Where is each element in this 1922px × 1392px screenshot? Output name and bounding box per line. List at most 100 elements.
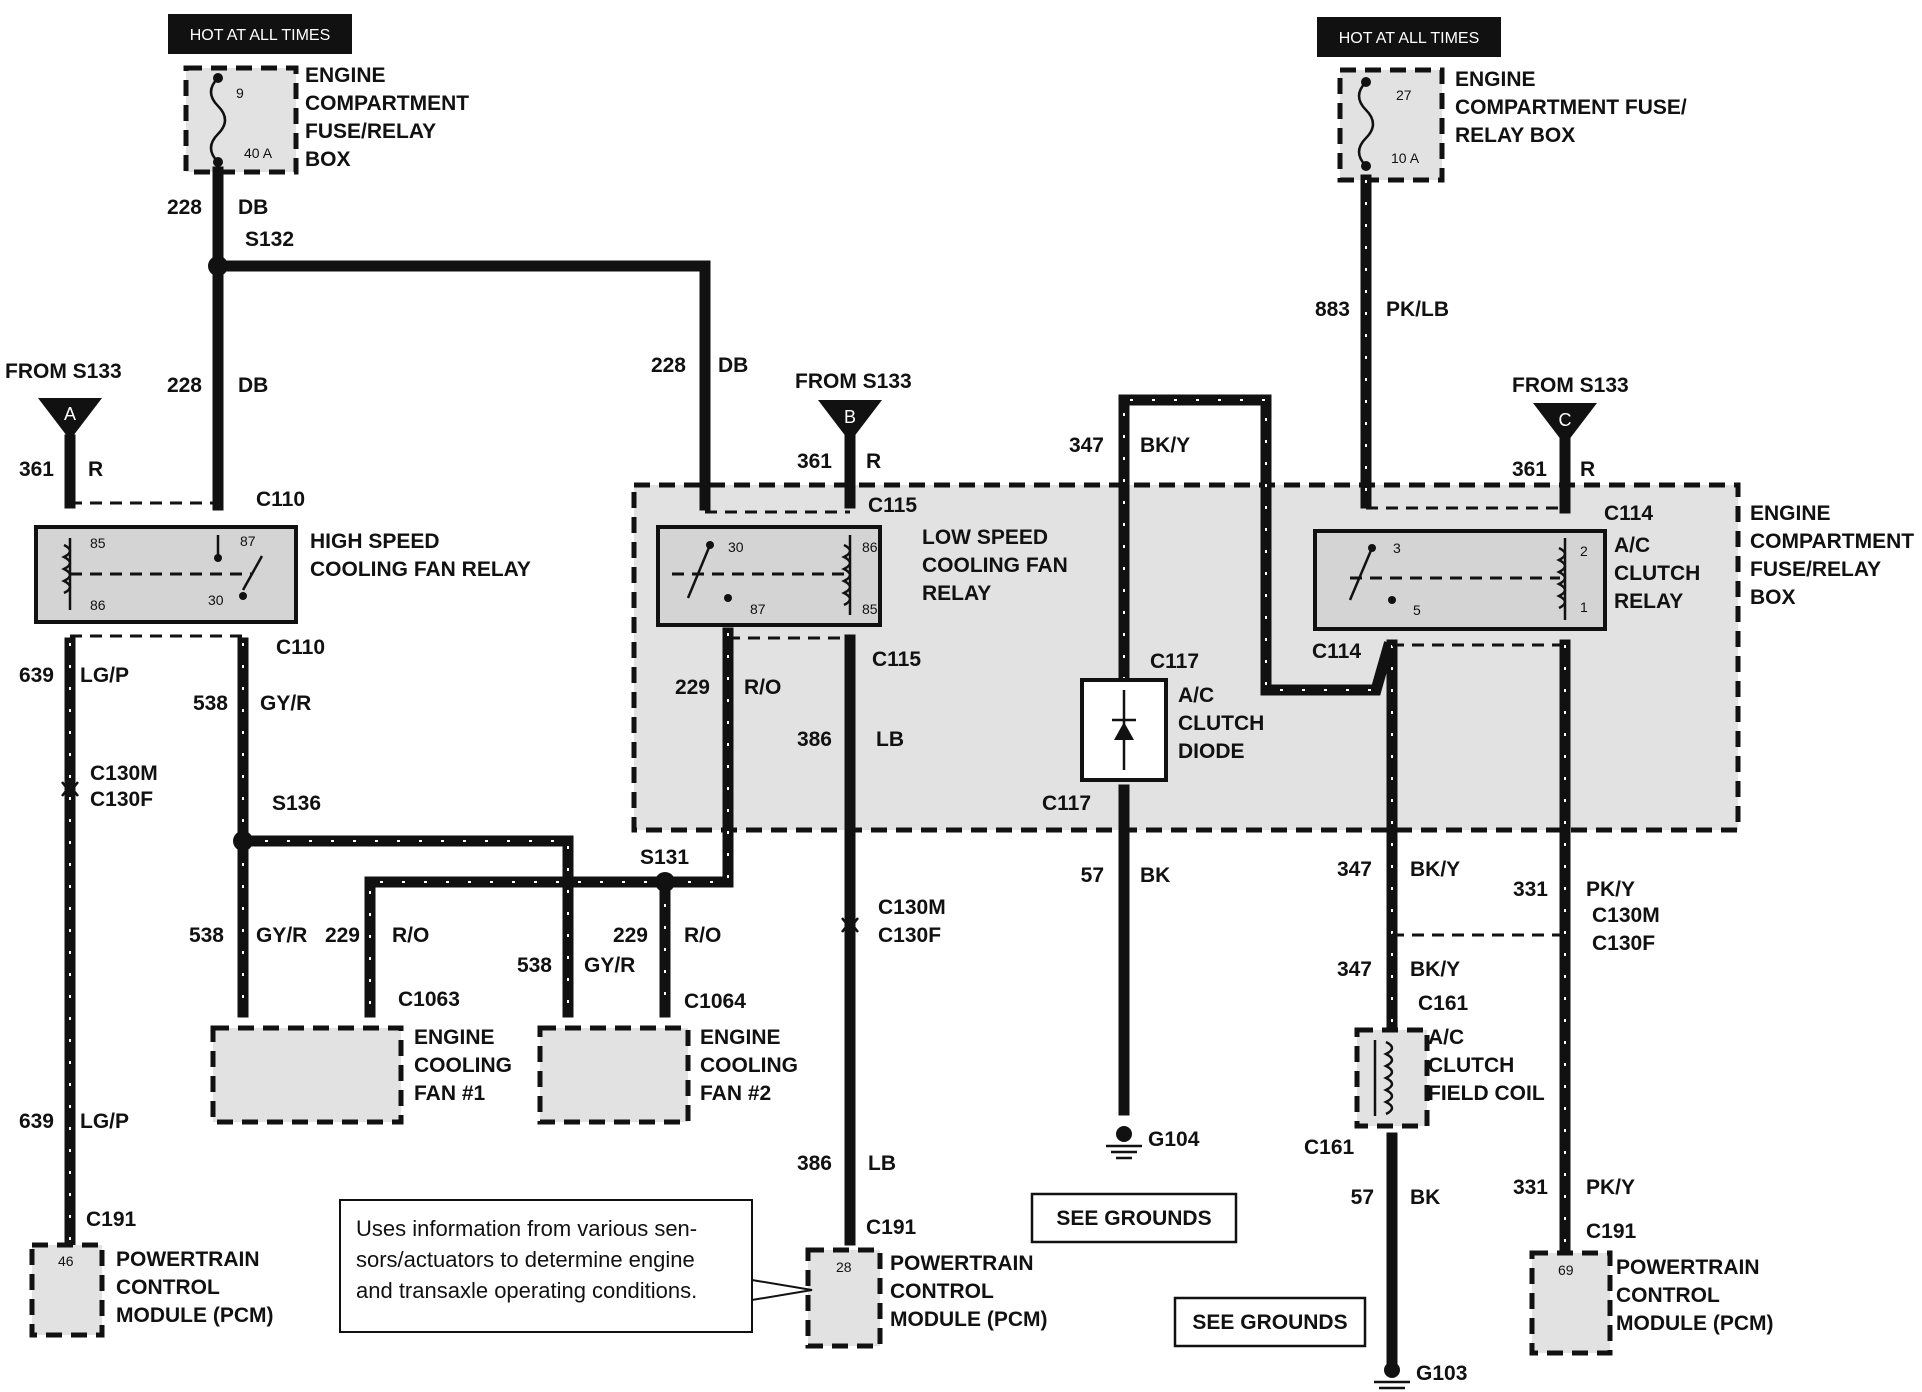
pcm-right-label-2: CONTROL <box>1616 1284 1720 1307</box>
from-s133-c: FROM S133 <box>1512 374 1629 397</box>
pcm-pin-middle: 28 <box>836 1259 852 1275</box>
label-r-c: R <box>1580 458 1595 481</box>
see-grounds-link-1[interactable]: SEE GROUNDS <box>1056 1207 1211 1230</box>
ac-relay-pin-2: 2 <box>1580 543 1588 559</box>
fuse-right-pin: 27 <box>1396 87 1412 103</box>
ac-relay-pin-5: 5 <box>1413 602 1421 618</box>
label-c191-right: C191 <box>1586 1220 1637 1243</box>
label-lgp-b: LG/P <box>80 1110 129 1133</box>
high-relay-pin-87: 87 <box>240 533 256 549</box>
ac-relay-label-3: RELAY <box>1614 590 1683 613</box>
coil-icon <box>1383 1040 1394 1116</box>
label-c1064: C1064 <box>684 990 746 1013</box>
component-labels: ENGINE COMPARTMENT FUSE/RELAY BOX ENGINE… <box>5 64 1914 1335</box>
label-57-b: 57 <box>1351 1186 1374 1209</box>
label-s131: S131 <box>640 846 689 869</box>
see-grounds-link-2[interactable]: SEE GROUNDS <box>1192 1311 1347 1334</box>
relay-switch-icon <box>241 555 264 591</box>
pcm-box-middle <box>805 1247 883 1349</box>
fcb-label-4: BOX <box>1750 586 1796 609</box>
label-ro-c: R/O <box>744 676 781 699</box>
hot-label-left: HOT AT ALL TIMES <box>190 27 331 44</box>
fuse-right-element <box>1357 81 1375 167</box>
ac-clutch-diode <box>1080 678 1168 782</box>
fan1-label-1: ENGINE <box>414 1026 495 1049</box>
relay-coil-icon <box>61 543 72 595</box>
label-gyr-c: GY/R <box>584 954 635 977</box>
label-228-a: 228 <box>167 196 202 219</box>
pcm-right-label-1: POWERTRAIN <box>1616 1256 1760 1279</box>
s133-triangle-c <box>1533 403 1597 445</box>
note-pointer <box>751 1278 813 1302</box>
note-box <box>339 1199 753 1333</box>
label-c115-top: C115 <box>868 494 917 517</box>
fuse-right-dot-top <box>1361 77 1371 87</box>
low-speed-relay: 30 86 87 85 <box>656 525 882 627</box>
label-386-a: 386 <box>797 728 832 751</box>
pcm-left-label-2: CONTROL <box>116 1276 220 1299</box>
label-lgp-a: LG/P <box>80 664 129 687</box>
ac-relay-label-2: CLUTCH <box>1614 562 1700 585</box>
s133-triangle-b <box>818 400 882 442</box>
fuse-right-label-3: RELAY BOX <box>1455 124 1575 147</box>
wire-stripes <box>69 180 1566 1250</box>
splice-s132 <box>208 256 228 276</box>
coil-body <box>1354 1027 1430 1129</box>
fuse-left-box <box>183 65 299 175</box>
label-538-c: 538 <box>517 954 552 977</box>
label-331-b: 331 <box>1513 1176 1548 1199</box>
s133-letter-c: C <box>1559 410 1572 430</box>
s133-triangle-a <box>38 398 102 440</box>
fan1-label-3: FAN #1 <box>414 1082 486 1105</box>
diode-label-1: A/C <box>1178 684 1214 707</box>
label-ro-b: R/O <box>684 924 721 947</box>
see-grounds-box-1[interactable] <box>1030 1192 1238 1244</box>
label-538-b: 538 <box>189 924 224 947</box>
fcb-label-3: FUSE/RELAY <box>1750 558 1881 581</box>
label-c161-top: C161 <box>1418 992 1469 1015</box>
pcm-mid-label-1: POWERTRAIN <box>890 1252 1034 1275</box>
label-g103: G103 <box>1416 1362 1467 1385</box>
pcm-mid-label-3: MODULE (PCM) <box>890 1308 1047 1331</box>
pcm-left-label-3: MODULE (PCM) <box>116 1304 273 1327</box>
note-line-3: and transaxle operating conditions. <box>356 1278 697 1303</box>
label-347-a: 347 <box>1069 434 1104 457</box>
label-c161-bottom: C161 <box>1304 1136 1355 1159</box>
wire-347-bky-loop <box>1118 394 1395 696</box>
fuse-left-label-1: ENGINE <box>305 64 386 87</box>
label-bk-a: BK <box>1140 864 1170 887</box>
label-361-b: 361 <box>797 450 832 473</box>
label-bky-b: BK/Y <box>1410 858 1460 881</box>
pcm-box-left <box>29 1242 105 1338</box>
low-relay-body <box>656 525 882 627</box>
ac-relay-pin-1: 1 <box>1580 599 1588 615</box>
high-relay-pin-86: 86 <box>90 597 106 613</box>
high-relay-pin-85: 85 <box>90 535 106 551</box>
fuse-right-label-2: COMPARTMENT FUSE/ <box>1455 96 1687 119</box>
see-grounds-box-2[interactable] <box>1173 1296 1367 1348</box>
label-db-b: DB <box>238 374 268 397</box>
label-bky-a: BK/Y <box>1140 434 1190 457</box>
ground-g103-icon <box>1374 1362 1410 1390</box>
label-c191-left: C191 <box>86 1208 137 1231</box>
label-229-c: 229 <box>675 676 710 699</box>
ac-relay-body <box>1313 529 1607 631</box>
connector-labels: S132 C110 C110 C115 C115 C114 C114 C117 … <box>86 228 1660 1385</box>
label-538-a: 538 <box>193 692 228 715</box>
s133-letter-b: B <box>844 407 856 427</box>
ac-clutch-relay: 3 2 5 1 <box>1313 529 1607 631</box>
label-c110-bottom: C110 <box>276 636 325 659</box>
splice-s131 <box>655 872 675 892</box>
label-c130m-left: C130M <box>90 762 158 785</box>
label-r-b: R <box>866 450 881 473</box>
hot-label-right: HOT AT ALL TIMES <box>1339 30 1480 47</box>
label-c130f-right: C130F <box>1592 932 1655 955</box>
pcm-left-label-1: POWERTRAIN <box>116 1248 260 1271</box>
wire-228-db-s132-to-c115 <box>212 260 711 511</box>
label-c117-bottom: C117 <box>1042 792 1091 815</box>
fuse-left-rating: 40 A <box>244 145 273 161</box>
label-c130m-right: C130M <box>1592 904 1660 927</box>
label-s132: S132 <box>245 228 294 251</box>
fan2-label-2: COOLING <box>700 1054 798 1077</box>
